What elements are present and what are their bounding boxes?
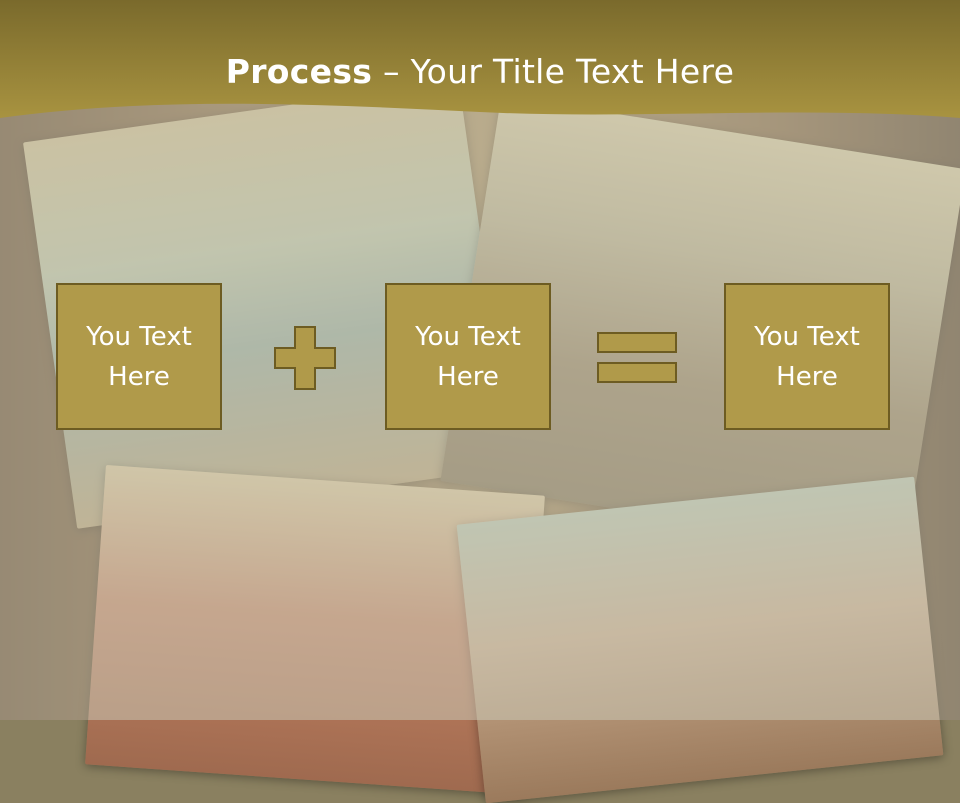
title-rest: – Your Title Text Here bbox=[372, 52, 735, 91]
title-bold: Process bbox=[225, 52, 373, 91]
process-box-1[interactable]: You Text Here bbox=[56, 283, 222, 430]
process-box-1-text: You Text Here bbox=[86, 321, 192, 392]
equals-icon bbox=[597, 332, 677, 383]
process-box-2[interactable]: You Text Here bbox=[385, 283, 551, 430]
process-box-2-text: You Text Here bbox=[415, 321, 521, 392]
page-title: Process – Your Title Text Here bbox=[0, 52, 960, 91]
title-banner: Process – Your Title Text Here bbox=[0, 0, 960, 140]
banner-shape bbox=[0, 0, 960, 118]
process-box-3-text: You Text Here bbox=[754, 321, 860, 392]
process-box-3[interactable]: You Text Here bbox=[724, 283, 890, 430]
plus-icon bbox=[274, 326, 336, 390]
